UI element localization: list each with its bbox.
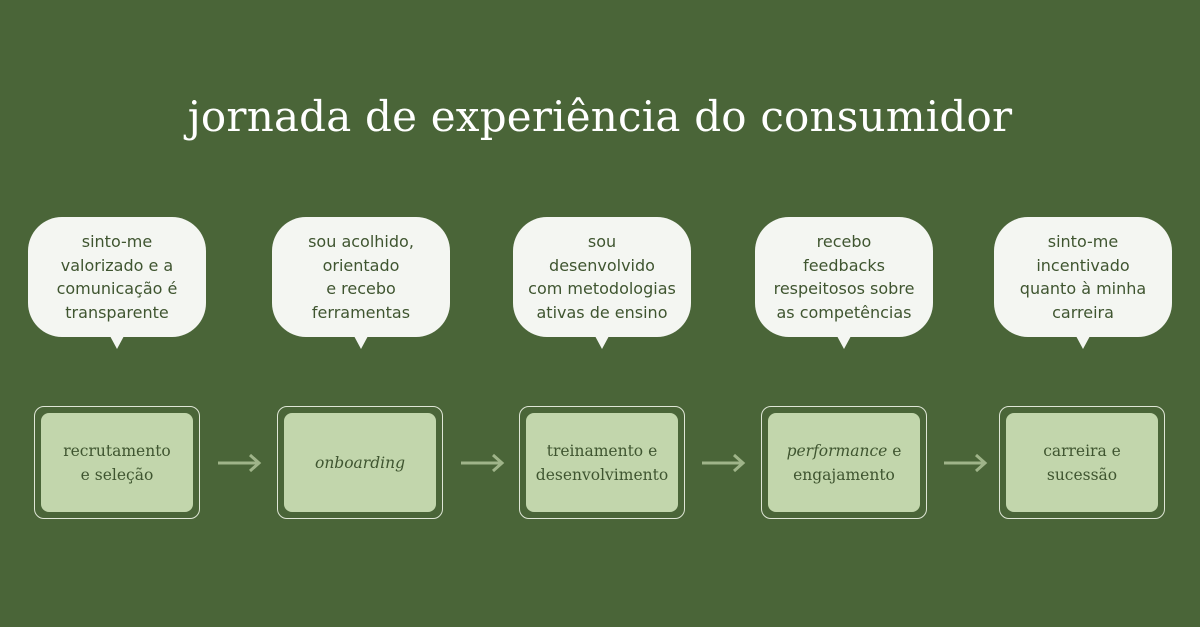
- stage-box-5: carreira e sucessão: [999, 406, 1165, 519]
- stage-box-4: performance e engajamento: [761, 406, 927, 519]
- stage-label: carreira e sucessão: [1043, 441, 1121, 484]
- bubble-text: recebo feedbacks respeitosos sobre as co…: [773, 232, 915, 322]
- stage-label-box: performance e engajamento: [768, 413, 920, 512]
- stage-label: treinamento e desenvolvimento: [535, 441, 669, 484]
- stage-label-emphasis: performance: [786, 441, 888, 460]
- stage-label-box: carreira e sucessão: [1006, 413, 1158, 512]
- bubble-text: sinto-me incentivado quanto à minha carr…: [1019, 232, 1147, 322]
- stage-label-box: onboarding: [284, 413, 436, 512]
- bubble-tail: [110, 336, 124, 349]
- stage-label-box: treinamento e desenvolvimento: [526, 413, 678, 512]
- bubble-text: sou acolhido, orientado e recebo ferrame…: [308, 232, 414, 322]
- bubble-tail: [1076, 336, 1090, 349]
- stage-box-2: onboarding: [277, 406, 443, 519]
- stage-label-box: recrutamento e seleção: [41, 413, 193, 512]
- speech-bubble-5: sinto-me incentivado quanto à minha carr…: [994, 217, 1172, 349]
- diagram-title: jornada de experiência do consumidor: [187, 92, 1013, 141]
- bubble-text: sinto-me valorizado e a comunicação é tr…: [56, 232, 178, 322]
- stage-label-emphasis: onboarding: [314, 453, 405, 472]
- bubble-tail: [837, 336, 851, 349]
- bubble-tail: [354, 336, 368, 349]
- speech-bubble-2: sou acolhido, orientado e recebo ferrame…: [272, 217, 450, 349]
- stage-label-rest: e engajamento: [793, 441, 902, 484]
- bubble-tail: [595, 336, 609, 349]
- bubble-text: sou desenvolvido com metodologias ativas…: [528, 232, 676, 322]
- stage-label: recrutamento e seleção: [63, 441, 171, 484]
- speech-bubble-3: sou desenvolvido com metodologias ativas…: [513, 217, 691, 349]
- speech-bubble-1: sinto-me valorizado e a comunicação é tr…: [28, 217, 206, 349]
- speech-bubble-4: recebo feedbacks respeitosos sobre as co…: [755, 217, 933, 349]
- stage-box-3: treinamento e desenvolvimento: [519, 406, 685, 519]
- arrow-right-icon: [944, 453, 988, 473]
- stage-box-1: recrutamento e seleção: [34, 406, 200, 519]
- arrow-right-icon: [702, 453, 746, 473]
- arrow-right-icon: [461, 453, 505, 473]
- arrow-right-icon: [218, 453, 262, 473]
